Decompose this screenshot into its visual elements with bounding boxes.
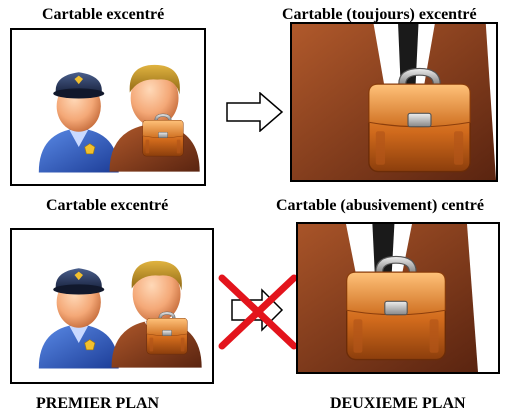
police-officer-icon [38, 267, 120, 369]
police-officer-icon [38, 71, 120, 173]
briefcase-icon [142, 113, 184, 157]
footer-label-right: DEUXIEME PLAN [330, 395, 466, 412]
crossed-arrow [218, 274, 298, 350]
panel-bottom-right [296, 222, 500, 374]
right-arrow-icon [226, 92, 284, 132]
panel-caption-top-left: Cartable excentré [42, 6, 165, 23]
briefcase-icon [146, 311, 188, 355]
panel-bottom-left [10, 228, 214, 384]
panel-caption-top-right: Cartable (toujours) excentré [282, 6, 477, 23]
panel-top-right [290, 22, 498, 182]
footer-label-left: PREMIER PLAN [36, 395, 160, 412]
panel-top-left [10, 28, 206, 186]
panel-caption-bottom-right: Cartable (abusivement) centré [276, 197, 484, 214]
briefcase-icon [368, 67, 471, 173]
panel-caption-bottom-left: Cartable excentré [46, 197, 169, 214]
briefcase-icon [346, 255, 446, 361]
red-cross-icon [218, 274, 298, 350]
